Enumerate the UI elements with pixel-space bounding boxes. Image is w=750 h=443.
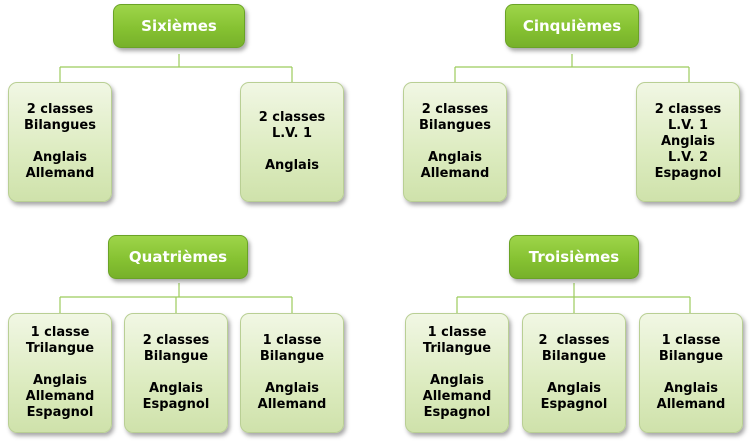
box-line: Allemand xyxy=(422,389,492,404)
box-line: Espagnol xyxy=(142,397,210,412)
box-line: Anglais xyxy=(32,373,88,388)
box-line: Anglais xyxy=(264,381,320,396)
box-troisiemes-bilangue-espagnol: 2 classes Bilangue Anglais Espagnol xyxy=(522,313,626,433)
box-troisiemes-bilangue-allemand: 1 classe Bilangue Anglais Allemand xyxy=(639,313,743,433)
box-line: Allemand xyxy=(25,166,95,181)
box-line: Espagnol xyxy=(423,405,491,420)
box-line: Anglais xyxy=(663,381,719,396)
box-line: Allemand xyxy=(257,397,327,412)
box-quatriemes-bilangue-espagnol: 2 classes Bilangue Anglais Espagnol xyxy=(124,313,228,433)
box-line: 1 classe xyxy=(427,325,487,340)
box-line: Anglais xyxy=(264,158,320,173)
header-troisiemes-label: Troisièmes xyxy=(528,248,620,266)
box-line: 1 classe xyxy=(30,325,90,340)
box-line: L.V. 1 xyxy=(271,126,313,141)
box-quatriemes-bilangue-allemand: 1 classe Bilangue Anglais Allemand xyxy=(240,313,344,433)
header-quatriemes: Quatrièmes xyxy=(108,235,248,279)
box-line: Espagnol xyxy=(654,166,722,181)
box-line: Anglais xyxy=(429,373,485,388)
box-line: 1 classe xyxy=(262,333,322,348)
box-line: Allemand xyxy=(656,397,726,412)
box-line: Anglais xyxy=(32,150,88,165)
box-cinquiemes-bilangues: 2 classes Bilangues Anglais Allemand xyxy=(403,82,507,202)
box-line: Bilangue xyxy=(259,349,325,364)
box-quatriemes-trilangue: 1 classe Trilangue Anglais Allemand Espa… xyxy=(8,313,112,433)
box-line: Trilangue xyxy=(25,341,95,356)
box-line: 2 classes xyxy=(142,333,210,348)
box-line: 2 classes xyxy=(258,110,326,125)
header-sixiemes-label: Sixièmes xyxy=(141,17,217,35)
box-line: Bilangues xyxy=(24,118,96,133)
box-line: Anglais xyxy=(546,381,602,396)
box-troisiemes-trilangue: 1 classe Trilangue Anglais Allemand Espa… xyxy=(405,313,509,433)
box-line: Anglais xyxy=(148,381,204,396)
box-line: 2 classes xyxy=(26,102,94,117)
header-cinquiemes-label: Cinquièmes xyxy=(522,17,622,35)
box-line: Espagnol xyxy=(26,405,94,420)
header-troisiemes: Troisièmes xyxy=(509,235,639,279)
header-sixiemes: Sixièmes xyxy=(113,4,245,48)
box-line: Trilangue xyxy=(422,341,492,356)
box-line: Anglais xyxy=(660,134,716,149)
header-quatriemes-label: Quatrièmes xyxy=(128,248,228,266)
box-line: Bilangue xyxy=(658,349,724,364)
box-line: Allemand xyxy=(25,389,95,404)
box-line: 2 classes xyxy=(421,102,489,117)
box-line: 2 classes xyxy=(654,102,722,117)
box-line: L.V. 1 xyxy=(667,118,709,133)
box-sixiemes-bilangues: 2 classes Bilangues Anglais Allemand xyxy=(8,82,112,202)
header-cinquiemes: Cinquièmes xyxy=(505,4,639,48)
box-line: L.V. 2 xyxy=(667,150,709,165)
box-line: Bilangue xyxy=(143,349,209,364)
box-line: 1 classe xyxy=(661,333,721,348)
box-line: Allemand xyxy=(420,166,490,181)
box-line: 2 classes xyxy=(538,333,610,348)
box-line: Anglais xyxy=(427,150,483,165)
box-line: Espagnol xyxy=(540,397,608,412)
box-line: Bilangues xyxy=(419,118,491,133)
box-cinquiemes-lv: 2 classes L.V. 1 Anglais L.V. 2 Espagnol xyxy=(636,82,740,202)
box-sixiemes-lv1: 2 classes L.V. 1 Anglais xyxy=(240,82,344,202)
box-line: Bilangue xyxy=(541,349,607,364)
